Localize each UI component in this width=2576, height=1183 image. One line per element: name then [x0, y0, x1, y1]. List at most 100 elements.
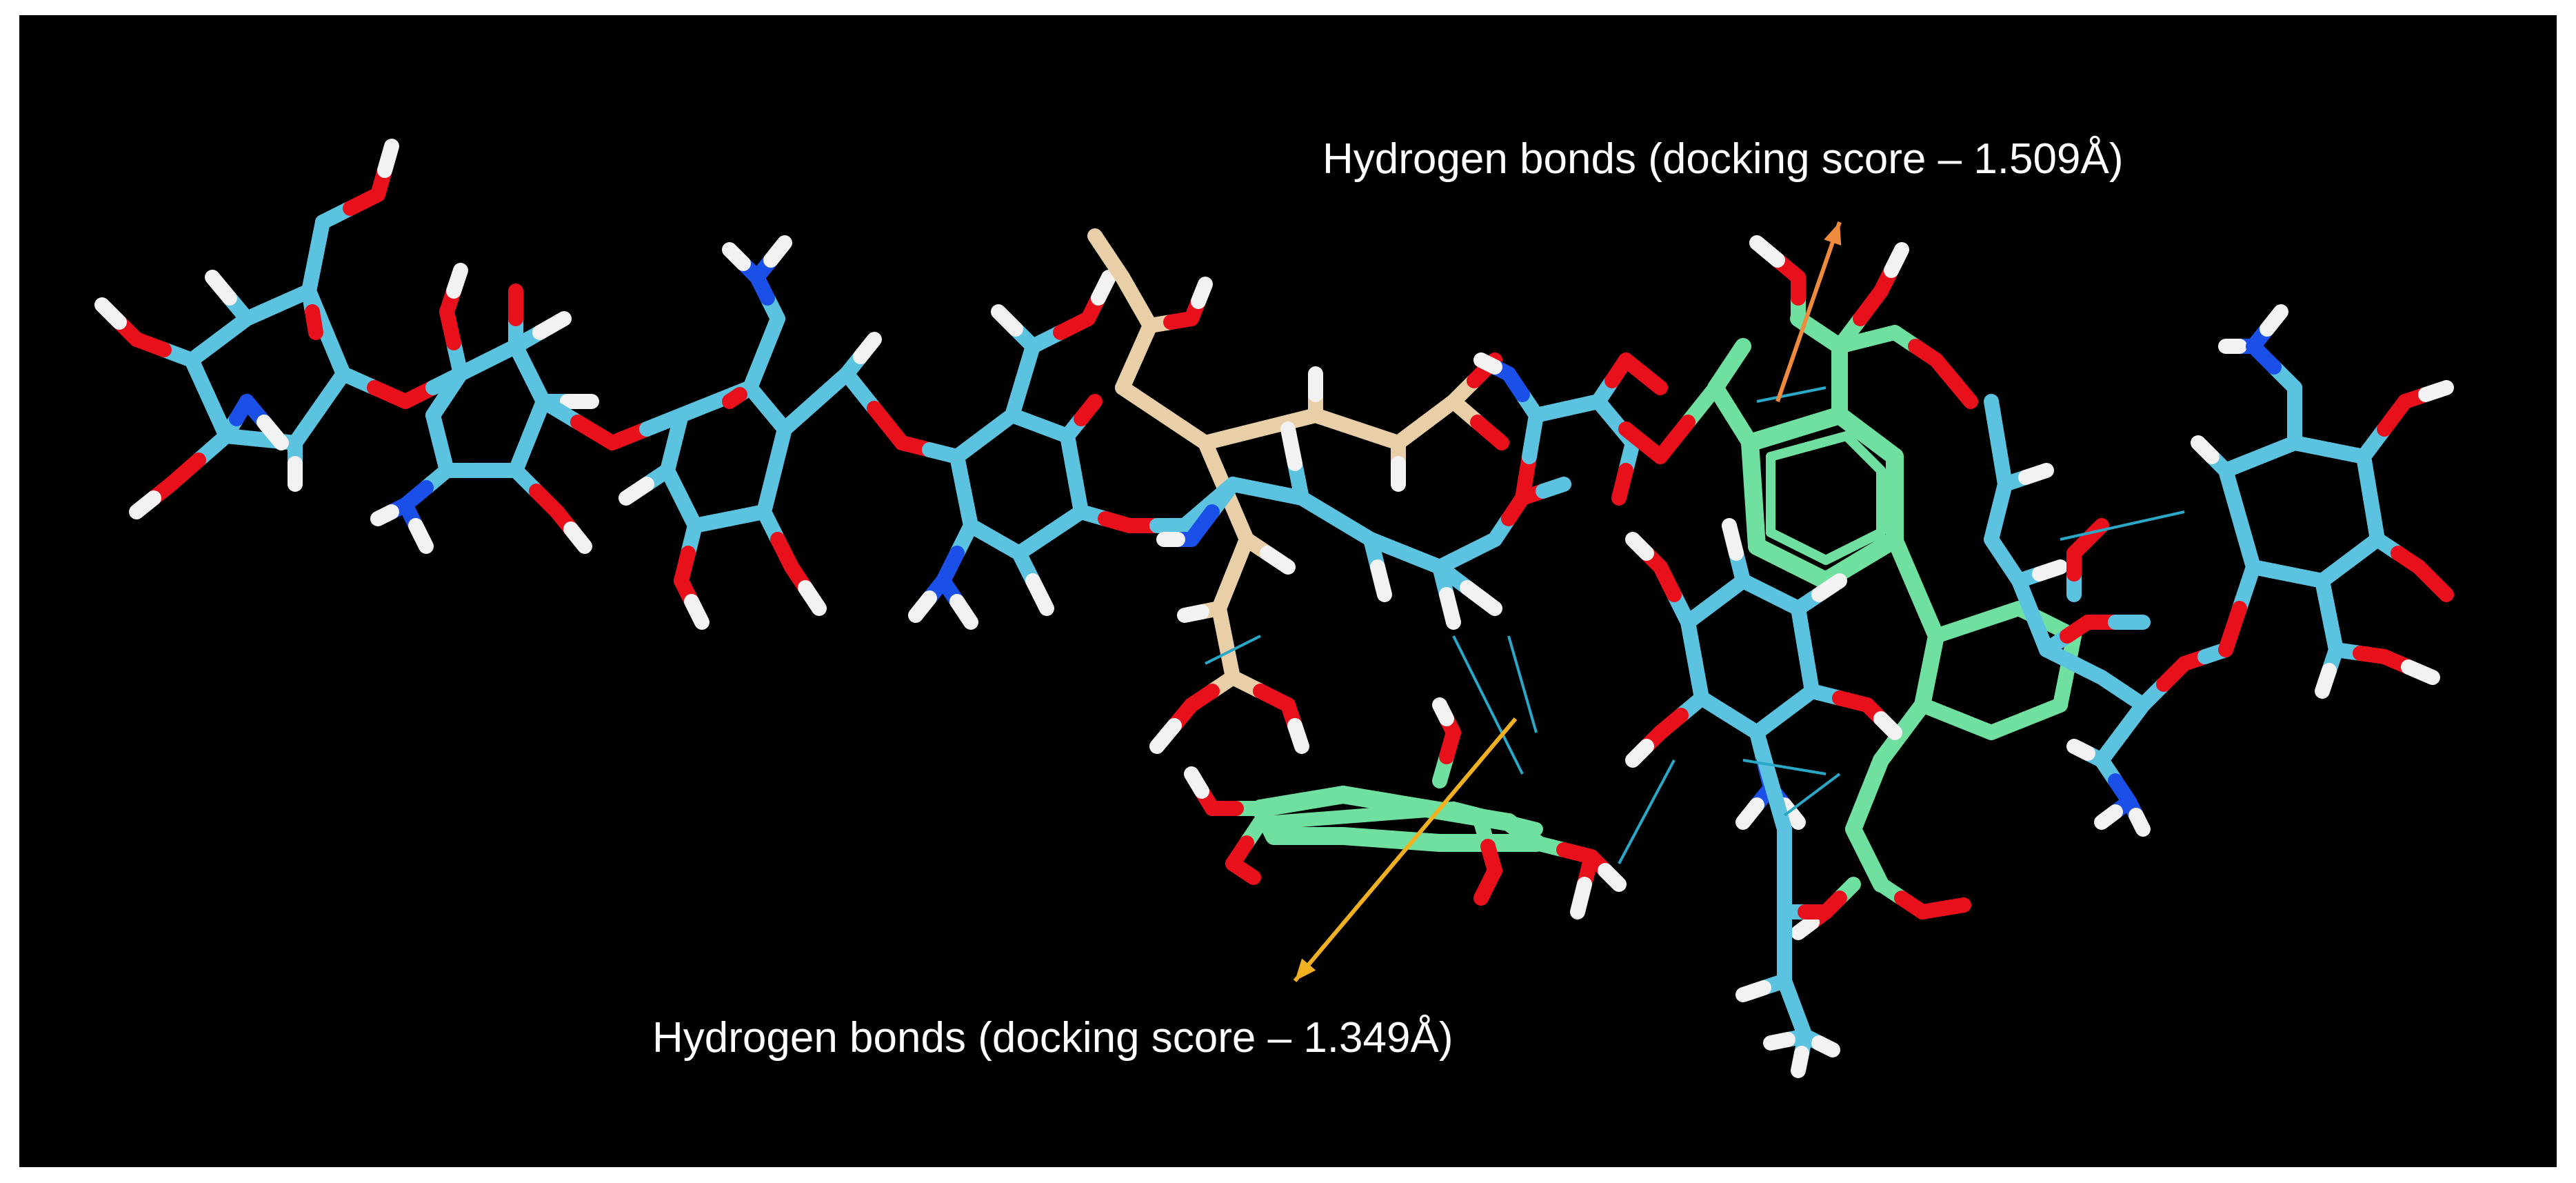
bond-stick: [1749, 235, 1785, 268]
molecule-bonds: [94, 139, 2454, 1078]
hydrogen-bond-line: [2060, 510, 2185, 541]
bond-stick: [1735, 980, 1771, 1002]
bond-stick: [1488, 812, 1543, 836]
bond-stick: [2191, 435, 2220, 464]
hydrogen-bond-line: [1742, 759, 1827, 775]
bond-stick: [1935, 897, 1971, 916]
bond-stick: [949, 449, 972, 499]
bond-stick: [2315, 663, 2337, 699]
bond-stick: [408, 518, 434, 554]
bond-stick: [1611, 463, 1633, 506]
bond-stick: [256, 415, 289, 450]
bond-stick: [1447, 802, 1502, 826]
bond-stick: [1473, 352, 1502, 375]
bond-stick: [1470, 415, 1509, 450]
hydrogen-bond-lines: [1205, 386, 2185, 864]
bond-stick: [1907, 579, 1944, 644]
bond-stick: [377, 139, 399, 178]
bond-stick: [1156, 408, 1213, 450]
bond-stick: [532, 311, 572, 340]
hydrogen-bond-line: [1618, 759, 1676, 864]
arrow-to-bottom-label-head: [1295, 958, 1316, 981]
bond-stick: [1439, 587, 1461, 630]
arrow-to-top-label: [1775, 221, 1842, 402]
bond-stick: [1722, 518, 1744, 561]
bond-stick: [949, 594, 978, 630]
bond-stick: [1260, 546, 1296, 575]
bond-stick: [1460, 580, 1502, 616]
bond-stick: [1618, 421, 1651, 450]
hydrogen-bond-line: [1783, 773, 1841, 817]
bond-stick: [1625, 739, 1654, 768]
bond-stick: [1636, 366, 1668, 395]
bond-stick: [1280, 421, 1302, 471]
bond-stick: [1184, 766, 1209, 799]
hydrogen-bond-line: [1205, 635, 1261, 665]
bond-stick: [1115, 380, 1171, 423]
bond-stick: [1198, 435, 1234, 499]
arrow-to-bottom-label: [1293, 717, 1518, 982]
bond-stick: [1793, 541, 1831, 565]
bond-stick: [1811, 573, 1847, 602]
bond-stick: [2418, 380, 2454, 402]
hydrogen-bond-line: [1507, 635, 1538, 733]
bond-stick: [1236, 863, 1261, 885]
bond-stick: [2260, 304, 2288, 337]
bond-stick: [2218, 463, 2247, 526]
bond-stick: [1749, 725, 1778, 788]
hydrogen-bond-line: [1452, 635, 1524, 775]
bond-stick: [1432, 697, 1454, 726]
bond-stick: [1177, 604, 1209, 623]
bond-stick: [2218, 601, 2247, 657]
bond-stick: [2129, 808, 2151, 837]
bond-stick: [305, 304, 323, 340]
bond-stick: [763, 235, 792, 268]
bond-stick: [1791, 1046, 1809, 1078]
bond-stick: [722, 387, 747, 409]
bond-stick: [667, 408, 689, 450]
bond-stick: [2066, 739, 2095, 761]
bond-stick: [1763, 1032, 1795, 1051]
bond-stick: [1149, 718, 1182, 754]
bond-stick: [1766, 441, 1813, 461]
bond-stick: [1915, 697, 1964, 726]
bond-stick: [684, 594, 710, 630]
bond-stick: [1287, 718, 1309, 754]
bond-stick: [1884, 242, 1909, 278]
bond-stick: [2094, 804, 2123, 830]
bond-stick: [2425, 573, 2454, 602]
bond-stick: [563, 521, 592, 554]
bond-stick: [1777, 797, 1806, 830]
bond-stick: [1849, 528, 1886, 551]
bond-stick: [1074, 394, 1103, 426]
bond-stick: [1370, 559, 1392, 602]
bond-stick: [1804, 431, 1851, 451]
bond-stick: [2018, 463, 2054, 485]
bond-stick: [1821, 541, 1858, 565]
molecular-docking-render: [94, 139, 2454, 1078]
bond-stick: [618, 477, 654, 506]
bond-stick: [1598, 863, 1627, 892]
bond-stick: [1198, 421, 1268, 450]
hydrogen-bond-label-bottom: Hydrogen bonds (docking score – 1.349Å): [652, 1014, 1453, 1062]
bond-stick: [853, 332, 882, 364]
bond-stick: [2032, 559, 2068, 581]
bond-stick: [129, 490, 161, 519]
bond-stick: [1473, 877, 1496, 906]
bond-stick: [1191, 277, 1213, 309]
bond-stick: [1087, 228, 1116, 264]
bond-stick: [1886, 531, 1924, 596]
bond-stick: [1625, 532, 1654, 561]
bond-stick: [1741, 434, 1762, 504]
bond-stick: [1267, 808, 1371, 829]
bond-stick: [94, 297, 127, 330]
bond-stick: [446, 263, 468, 299]
bond-stick: [2401, 659, 2440, 685]
bond-stick: [1570, 877, 1592, 919]
hydrogen-bond-line: [1756, 386, 1827, 403]
bond-stick: [1946, 373, 1978, 409]
bond-stick: [1791, 915, 1820, 940]
bond-stick: [1536, 477, 1571, 499]
hydrogen-bond-label-top: Hydrogen bonds (docking score – 1.509Å): [1322, 135, 2124, 183]
bond-stick: [370, 504, 399, 526]
